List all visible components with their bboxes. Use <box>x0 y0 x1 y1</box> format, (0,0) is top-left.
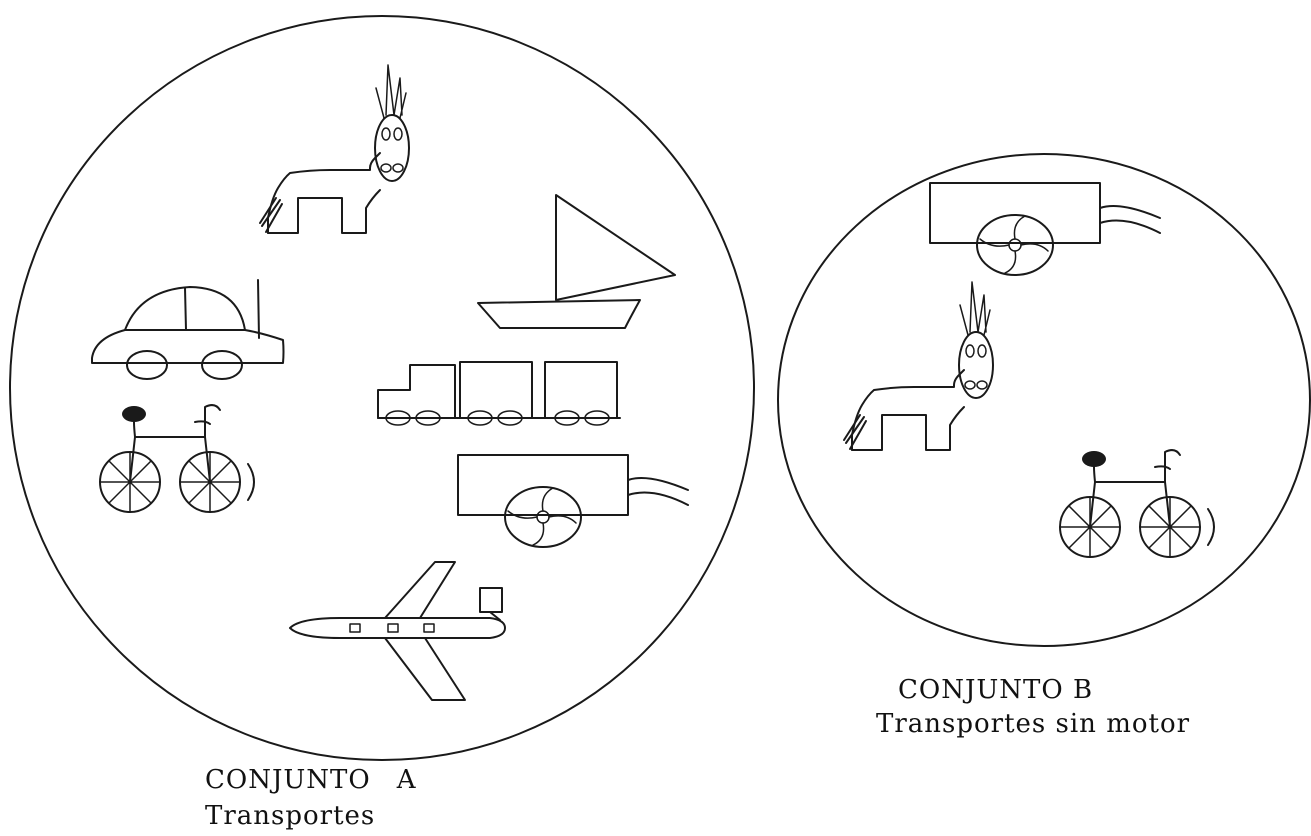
airplane-icon <box>289 561 506 701</box>
sailboat-icon <box>477 194 676 329</box>
set-a-description: Transportes <box>205 801 375 831</box>
car-icon <box>91 279 285 380</box>
set-a-circle <box>9 15 755 761</box>
train-icon <box>377 361 621 426</box>
cart-icon <box>457 454 689 548</box>
donkey-icon <box>843 281 994 451</box>
set-b-description: Transportes sin motor <box>876 709 1190 739</box>
bicycle-icon <box>1059 449 1215 558</box>
donkey-icon <box>259 64 410 234</box>
cart-icon <box>929 182 1161 276</box>
bicycle-icon <box>99 404 255 513</box>
set-b-circle <box>777 153 1311 647</box>
set-b-label: CONJUNTO B <box>898 675 1093 705</box>
